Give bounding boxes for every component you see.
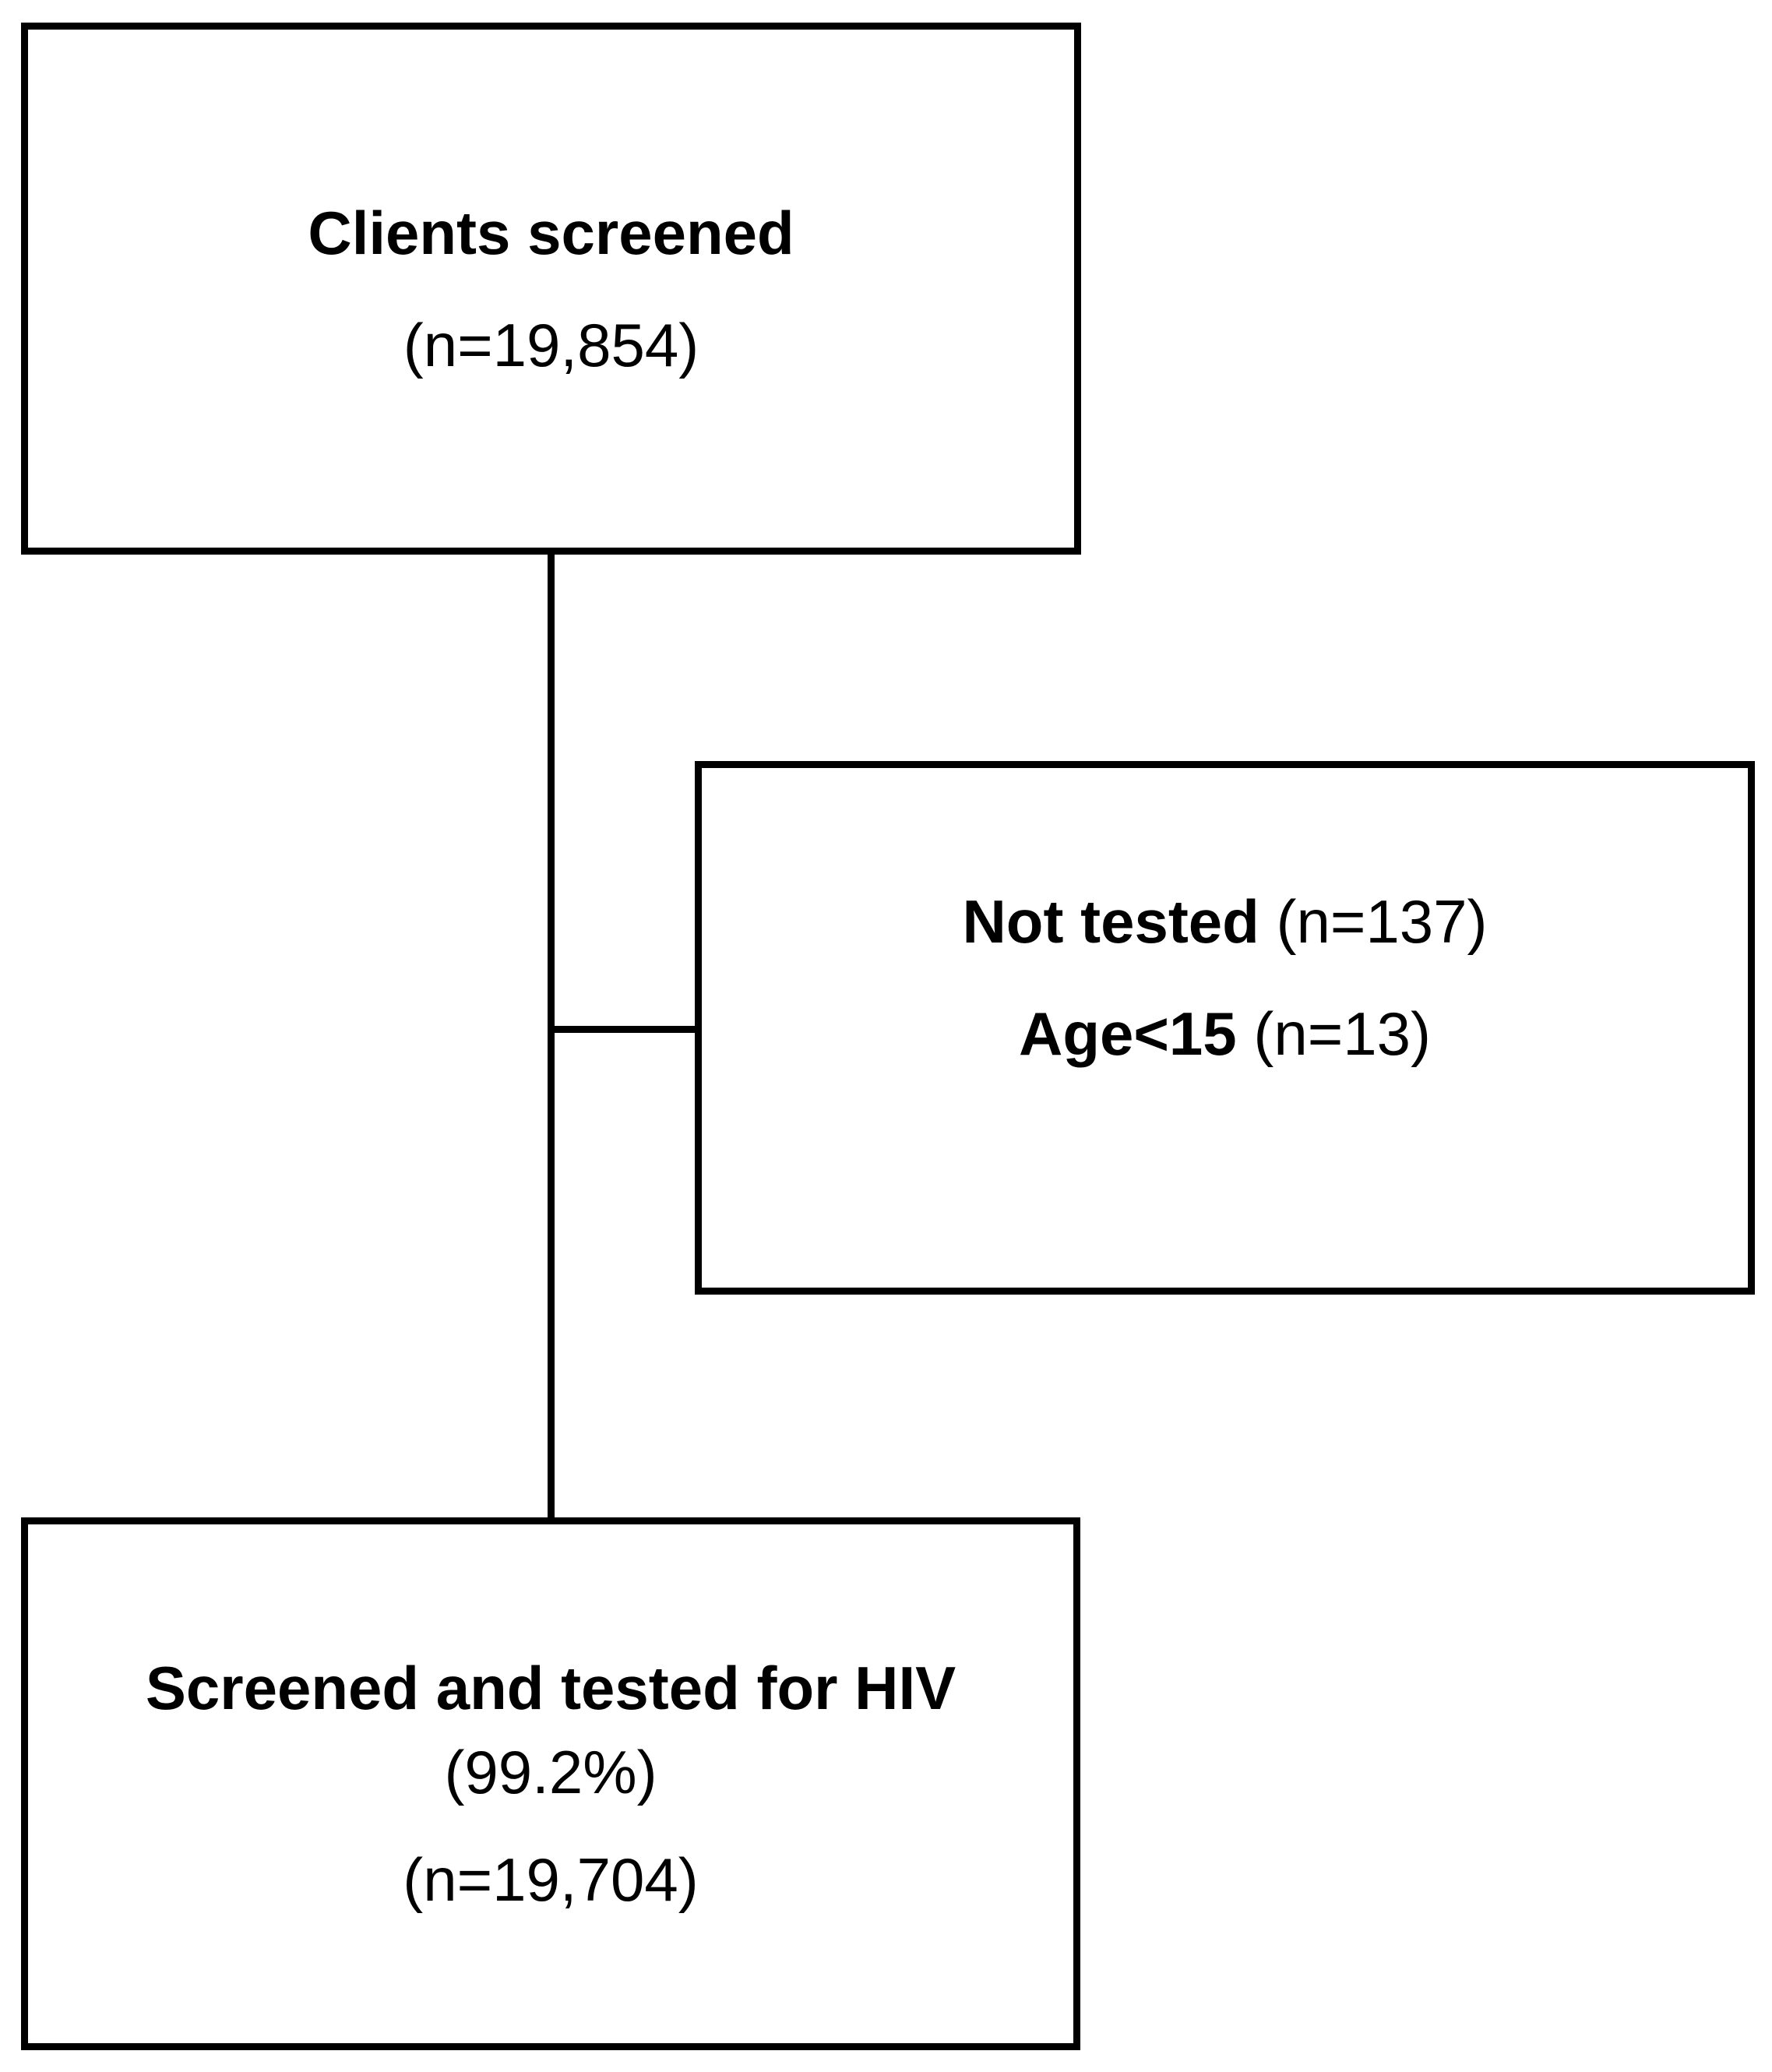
screened-tested-title: Screened and tested for HIV <box>145 1654 956 1722</box>
screened-tested-percent: (99.2%) <box>444 1738 657 1806</box>
clients-screened-content: Clients screened (n=19,854) <box>308 191 794 387</box>
connector-vertical-line <box>548 555 555 1517</box>
clients-screened-title: Clients screened <box>308 198 794 267</box>
age-count: (n=13) <box>1236 999 1431 1068</box>
screened-tested-content: Screened and tested for HIV (99.2%) (n=1… <box>146 1646 956 1922</box>
clients-screened-count: (n=19,854) <box>403 310 699 379</box>
not-tested-line: Not tested (n=137) <box>962 879 1487 964</box>
connector-horizontal-line <box>548 1026 702 1033</box>
not-tested-count: (n=137) <box>1259 886 1488 956</box>
box-not-tested: Not tested (n=137) Age<15 (n=13) <box>695 761 1755 1295</box>
screened-tested-count: (n=19,704) <box>403 1845 699 1914</box>
box-screened-tested: Screened and tested for HIV (99.2%) (n=1… <box>21 1517 1080 2050</box>
box-clients-screened: Clients screened (n=19,854) <box>21 23 1081 555</box>
not-tested-label: Not tested <box>962 886 1259 956</box>
age-label: Age<15 <box>1019 999 1237 1068</box>
age-line: Age<15 (n=13) <box>1019 992 1431 1076</box>
not-tested-content: Not tested (n=137) Age<15 (n=13) <box>962 879 1487 1076</box>
